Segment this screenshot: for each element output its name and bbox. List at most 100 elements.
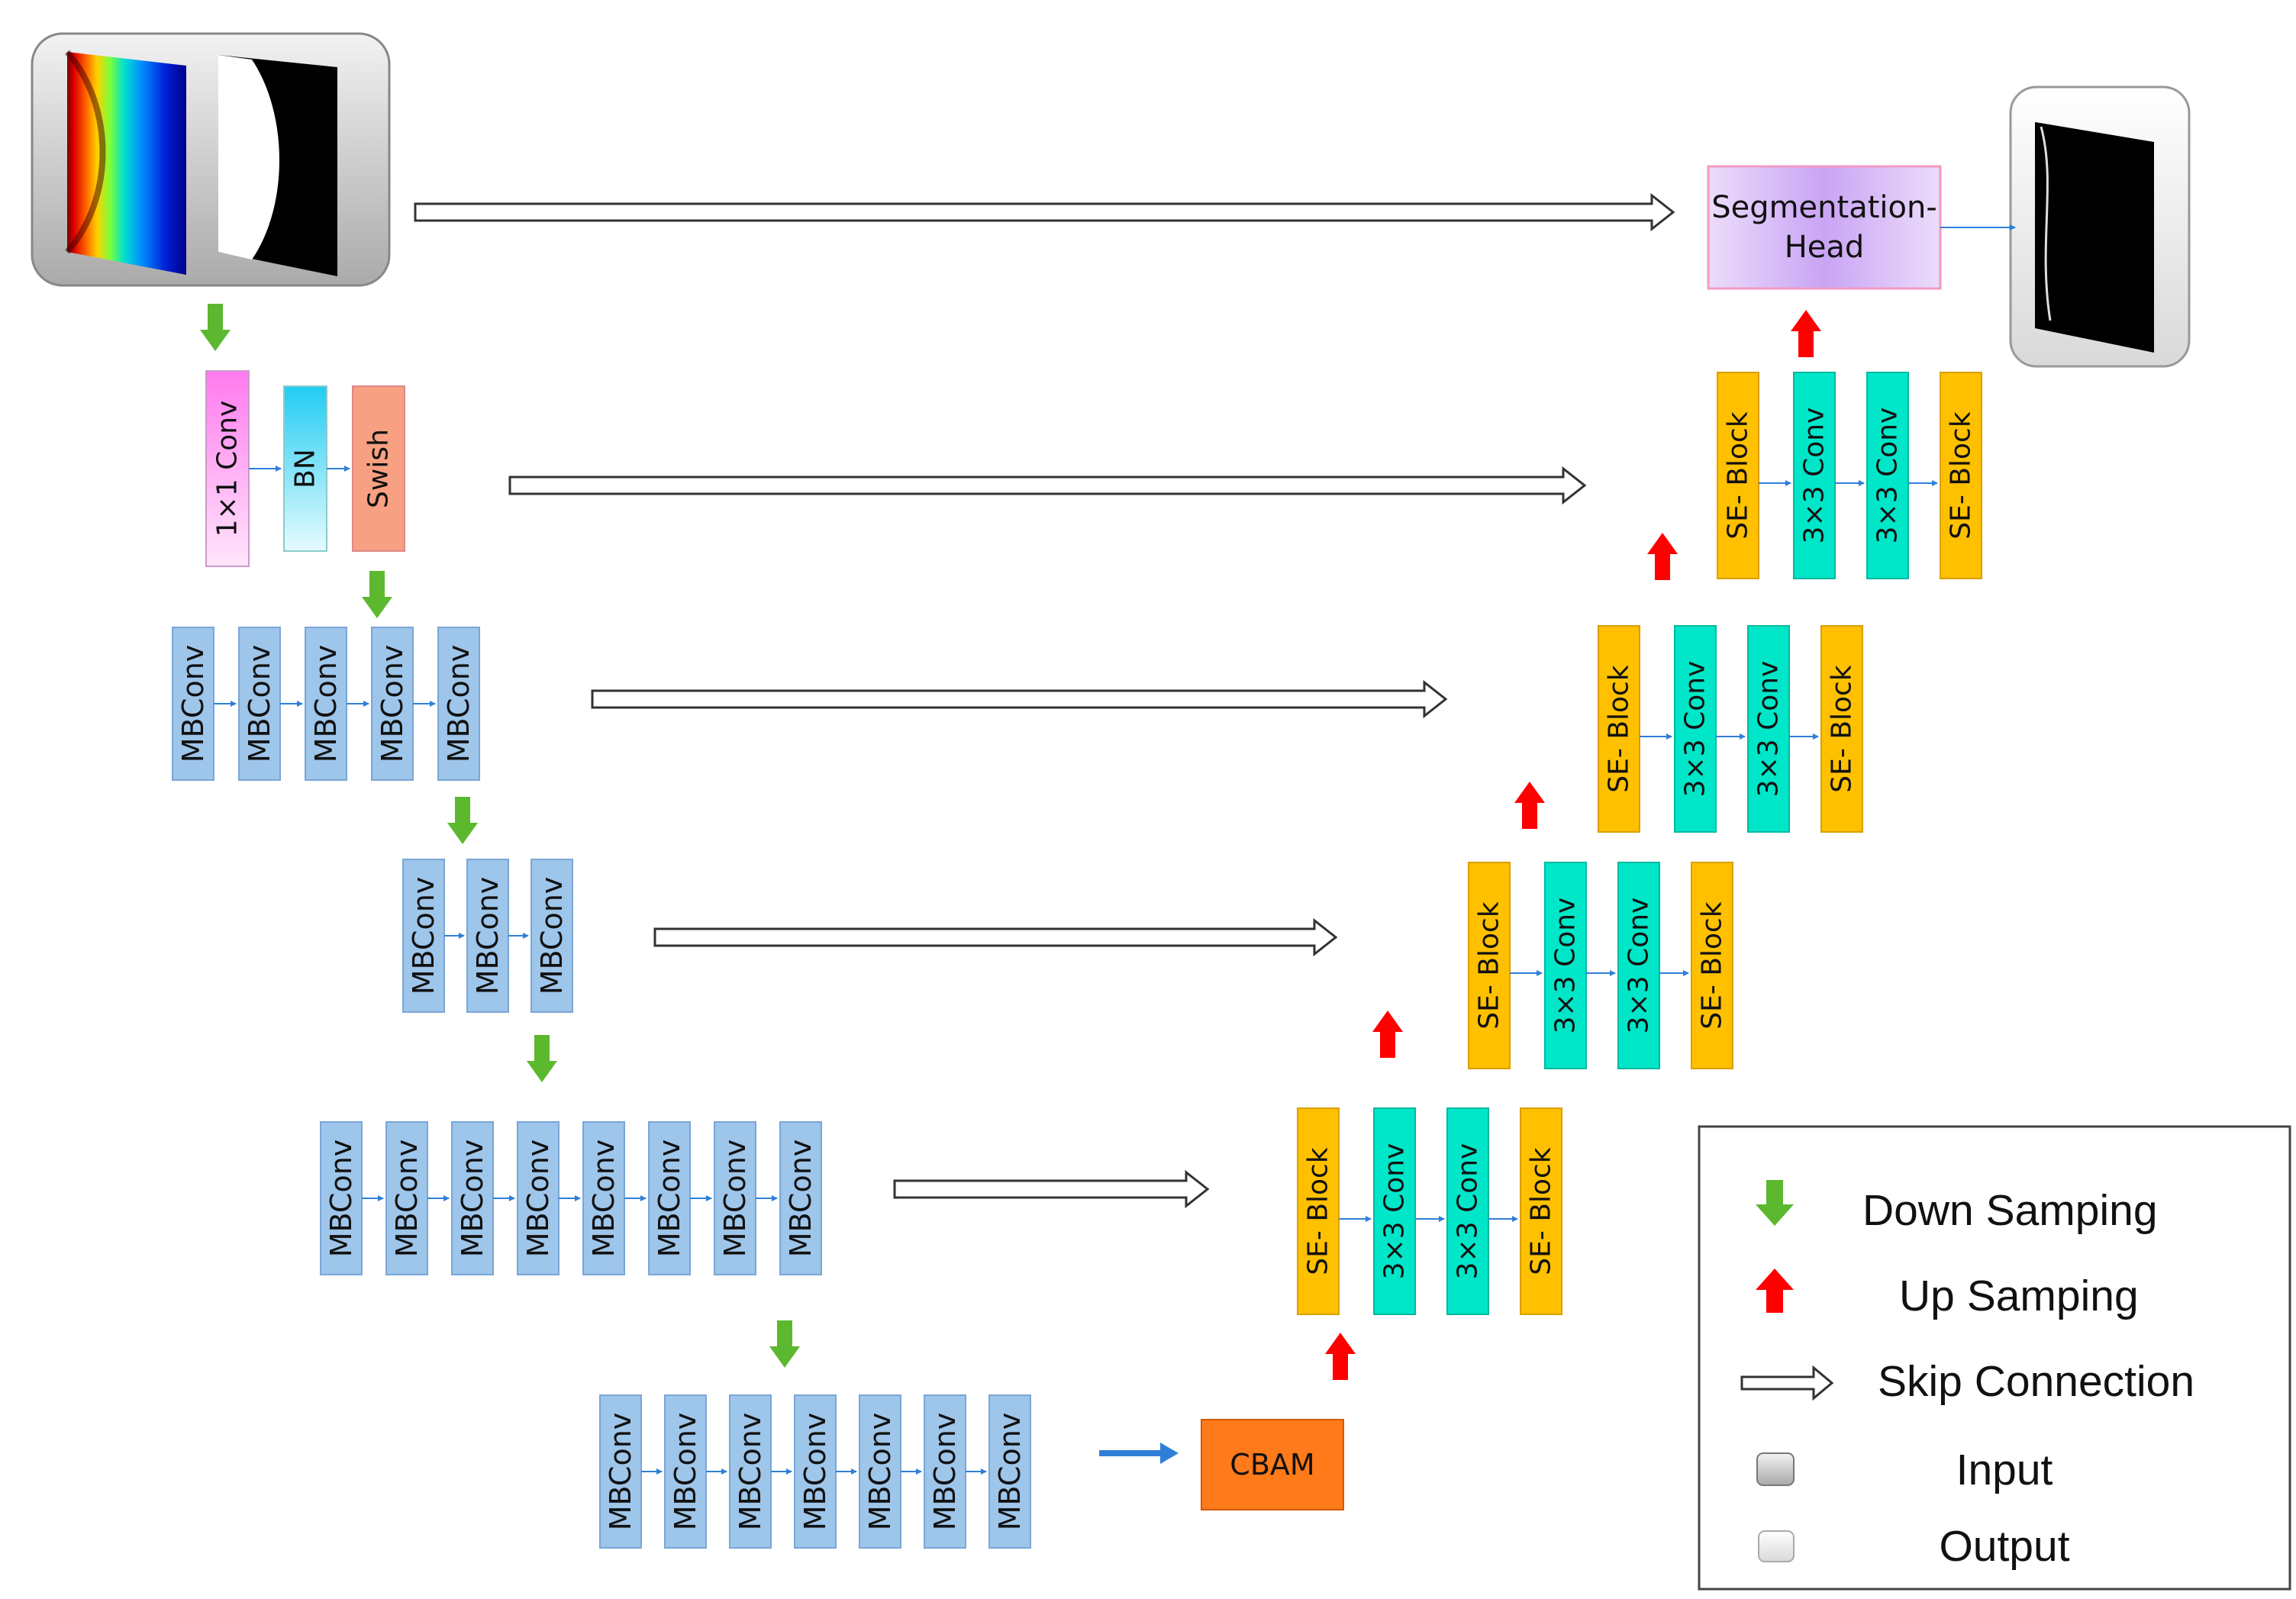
se-block-label: SE- Block (1526, 1147, 1557, 1275)
se-block: SE- Block (1820, 625, 1863, 833)
bn-label: BN (290, 449, 321, 488)
skip-connection-arrow (893, 1169, 1210, 1209)
mbconv-label: MBConv (863, 1413, 897, 1531)
mbconv-block: MBConv (714, 1121, 756, 1275)
mbconv-label: MBConv (535, 877, 569, 995)
up-sampling-arrows (1325, 310, 1821, 1380)
up-sampling-arrow (1791, 310, 1821, 357)
legend-output: Output (1758, 1522, 2070, 1571)
mbconv-label: MBConv (718, 1140, 752, 1258)
flow-arrow-icon (1099, 1443, 1179, 1464)
legend-skip-label: Skip Connection (1878, 1357, 2194, 1406)
mbconv-label: MBConv (309, 645, 343, 763)
conv3x3-block: 3×3 Conv (1446, 1107, 1489, 1315)
mbconv-block: MBConv (371, 627, 414, 781)
mbconv-block: MBConv (517, 1121, 559, 1275)
mbconv-label: MBConv (442, 645, 476, 763)
se-block: SE- Block (1940, 372, 1982, 579)
down-sampling-arrow (527, 1035, 557, 1082)
conv1x1-block: 1×1 Conv (205, 370, 250, 567)
se-block: SE- Block (1691, 862, 1733, 1069)
mbconv-label: MBConv (471, 877, 505, 995)
mbconv-label: MBConv (407, 877, 440, 995)
mbconv-block: MBConv (402, 859, 445, 1013)
encoder-stage-2: MBConv MBConv MBConv (402, 859, 573, 1013)
mbconv-label: MBConv (456, 1140, 489, 1258)
mbconv-block: MBConv (320, 1121, 363, 1275)
mbconv-label: MBConv (390, 1140, 424, 1258)
segmentation-head: Segmentation- Head (1707, 165, 2016, 290)
se-block-label: SE- Block (1303, 1147, 1334, 1275)
se-block-label: SE- Block (1723, 411, 1754, 540)
mbconv-label: MBConv (784, 1140, 817, 1258)
mbconv-label: MBConv (376, 645, 409, 763)
output-panel (2009, 85, 2191, 368)
skip-connection-arrow (414, 192, 1675, 232)
output-swatch-icon (1758, 1530, 1795, 1562)
se-block-label: SE- Block (1474, 901, 1505, 1030)
legend: Down Samping Up Samping Skip Connection … (1698, 1125, 2291, 1591)
seg-head-line1: Segmentation- (1711, 190, 1937, 225)
mbconv-block: MBConv (451, 1121, 494, 1275)
legend-output-label: Output (1939, 1522, 2069, 1571)
mbconv-block: MBConv (582, 1121, 625, 1275)
input-swatch-icon (1756, 1452, 1795, 1486)
heatmap-image (67, 52, 186, 275)
conv3x3-block: 3×3 Conv (1617, 862, 1660, 1069)
up-sampling-arrow (1514, 782, 1545, 829)
conv3x3-label: 3×3 Conv (1453, 1143, 1484, 1280)
mbconv-block: MBConv (172, 627, 214, 781)
up-sampling-arrow (1372, 1011, 1403, 1058)
se-block-label: SE- Block (1604, 665, 1635, 793)
down-sampling-arrow (362, 571, 392, 618)
legend-down-sampling: Down Samping (1756, 1180, 2158, 1235)
mbconv-block: MBConv (988, 1394, 1031, 1549)
down-sampling-arrow (200, 304, 231, 351)
conv3x3-label: 3×3 Conv (1680, 661, 1711, 798)
swish-label: Swish (363, 429, 395, 508)
se-block: SE- Block (1468, 862, 1511, 1069)
conv3x3-block: 3×3 Conv (1793, 372, 1836, 579)
mbconv-block: MBConv (385, 1121, 428, 1275)
mbconv-block: MBConv (729, 1394, 772, 1549)
decoder-stage-2: SE- Block 3×3 Conv 3×3 Conv SE- Block (1468, 862, 1733, 1069)
skip-arrow-icon (1740, 1365, 1834, 1401)
output-mask-image (2035, 122, 2154, 353)
swish-block: Swish (352, 385, 405, 552)
legend-skip-connection: Skip Connection (1740, 1357, 2194, 1406)
legend-input: Input (1756, 1446, 2053, 1494)
mbconv-block: MBConv (664, 1394, 707, 1549)
mbconv-block: MBConv (437, 627, 480, 781)
mbconv-block: MBConv (859, 1394, 901, 1549)
mbconv-label: MBConv (521, 1140, 555, 1258)
conv3x3-block: 3×3 Conv (1544, 862, 1587, 1069)
mbconv-label: MBConv (176, 645, 210, 763)
legend-up-label: Up Samping (1899, 1272, 2139, 1320)
legend-input-label: Input (1956, 1446, 2053, 1494)
mbconv-label: MBConv (669, 1413, 702, 1531)
legend-up-sampling: Up Samping (1756, 1269, 2139, 1320)
up-arrow-icon (1756, 1269, 1794, 1313)
stem: 1×1 Conv BN Swish (205, 370, 405, 567)
mbconv-label: MBConv (798, 1413, 832, 1531)
mbconv-block: MBConv (530, 859, 573, 1013)
se-block-label: SE- Block (1827, 665, 1858, 793)
conv1x1-label: 1×1 Conv (212, 401, 243, 537)
mbconv-label: MBConv (993, 1413, 1027, 1531)
mbconv-label: MBConv (734, 1413, 767, 1531)
skip-connection-arrow (508, 466, 1587, 505)
se-block: SE- Block (1297, 1107, 1340, 1315)
conv3x3-label: 3×3 Conv (1799, 408, 1830, 544)
mbconv-label: MBConv (324, 1140, 358, 1258)
se-block: SE- Block (1520, 1107, 1562, 1315)
se-block: SE- Block (1717, 372, 1759, 579)
legend-down-label: Down Samping (1862, 1186, 2158, 1235)
se-block-label: SE- Block (1946, 411, 1977, 540)
conv3x3-block: 3×3 Conv (1674, 625, 1717, 833)
se-block: SE- Block (1598, 625, 1640, 833)
